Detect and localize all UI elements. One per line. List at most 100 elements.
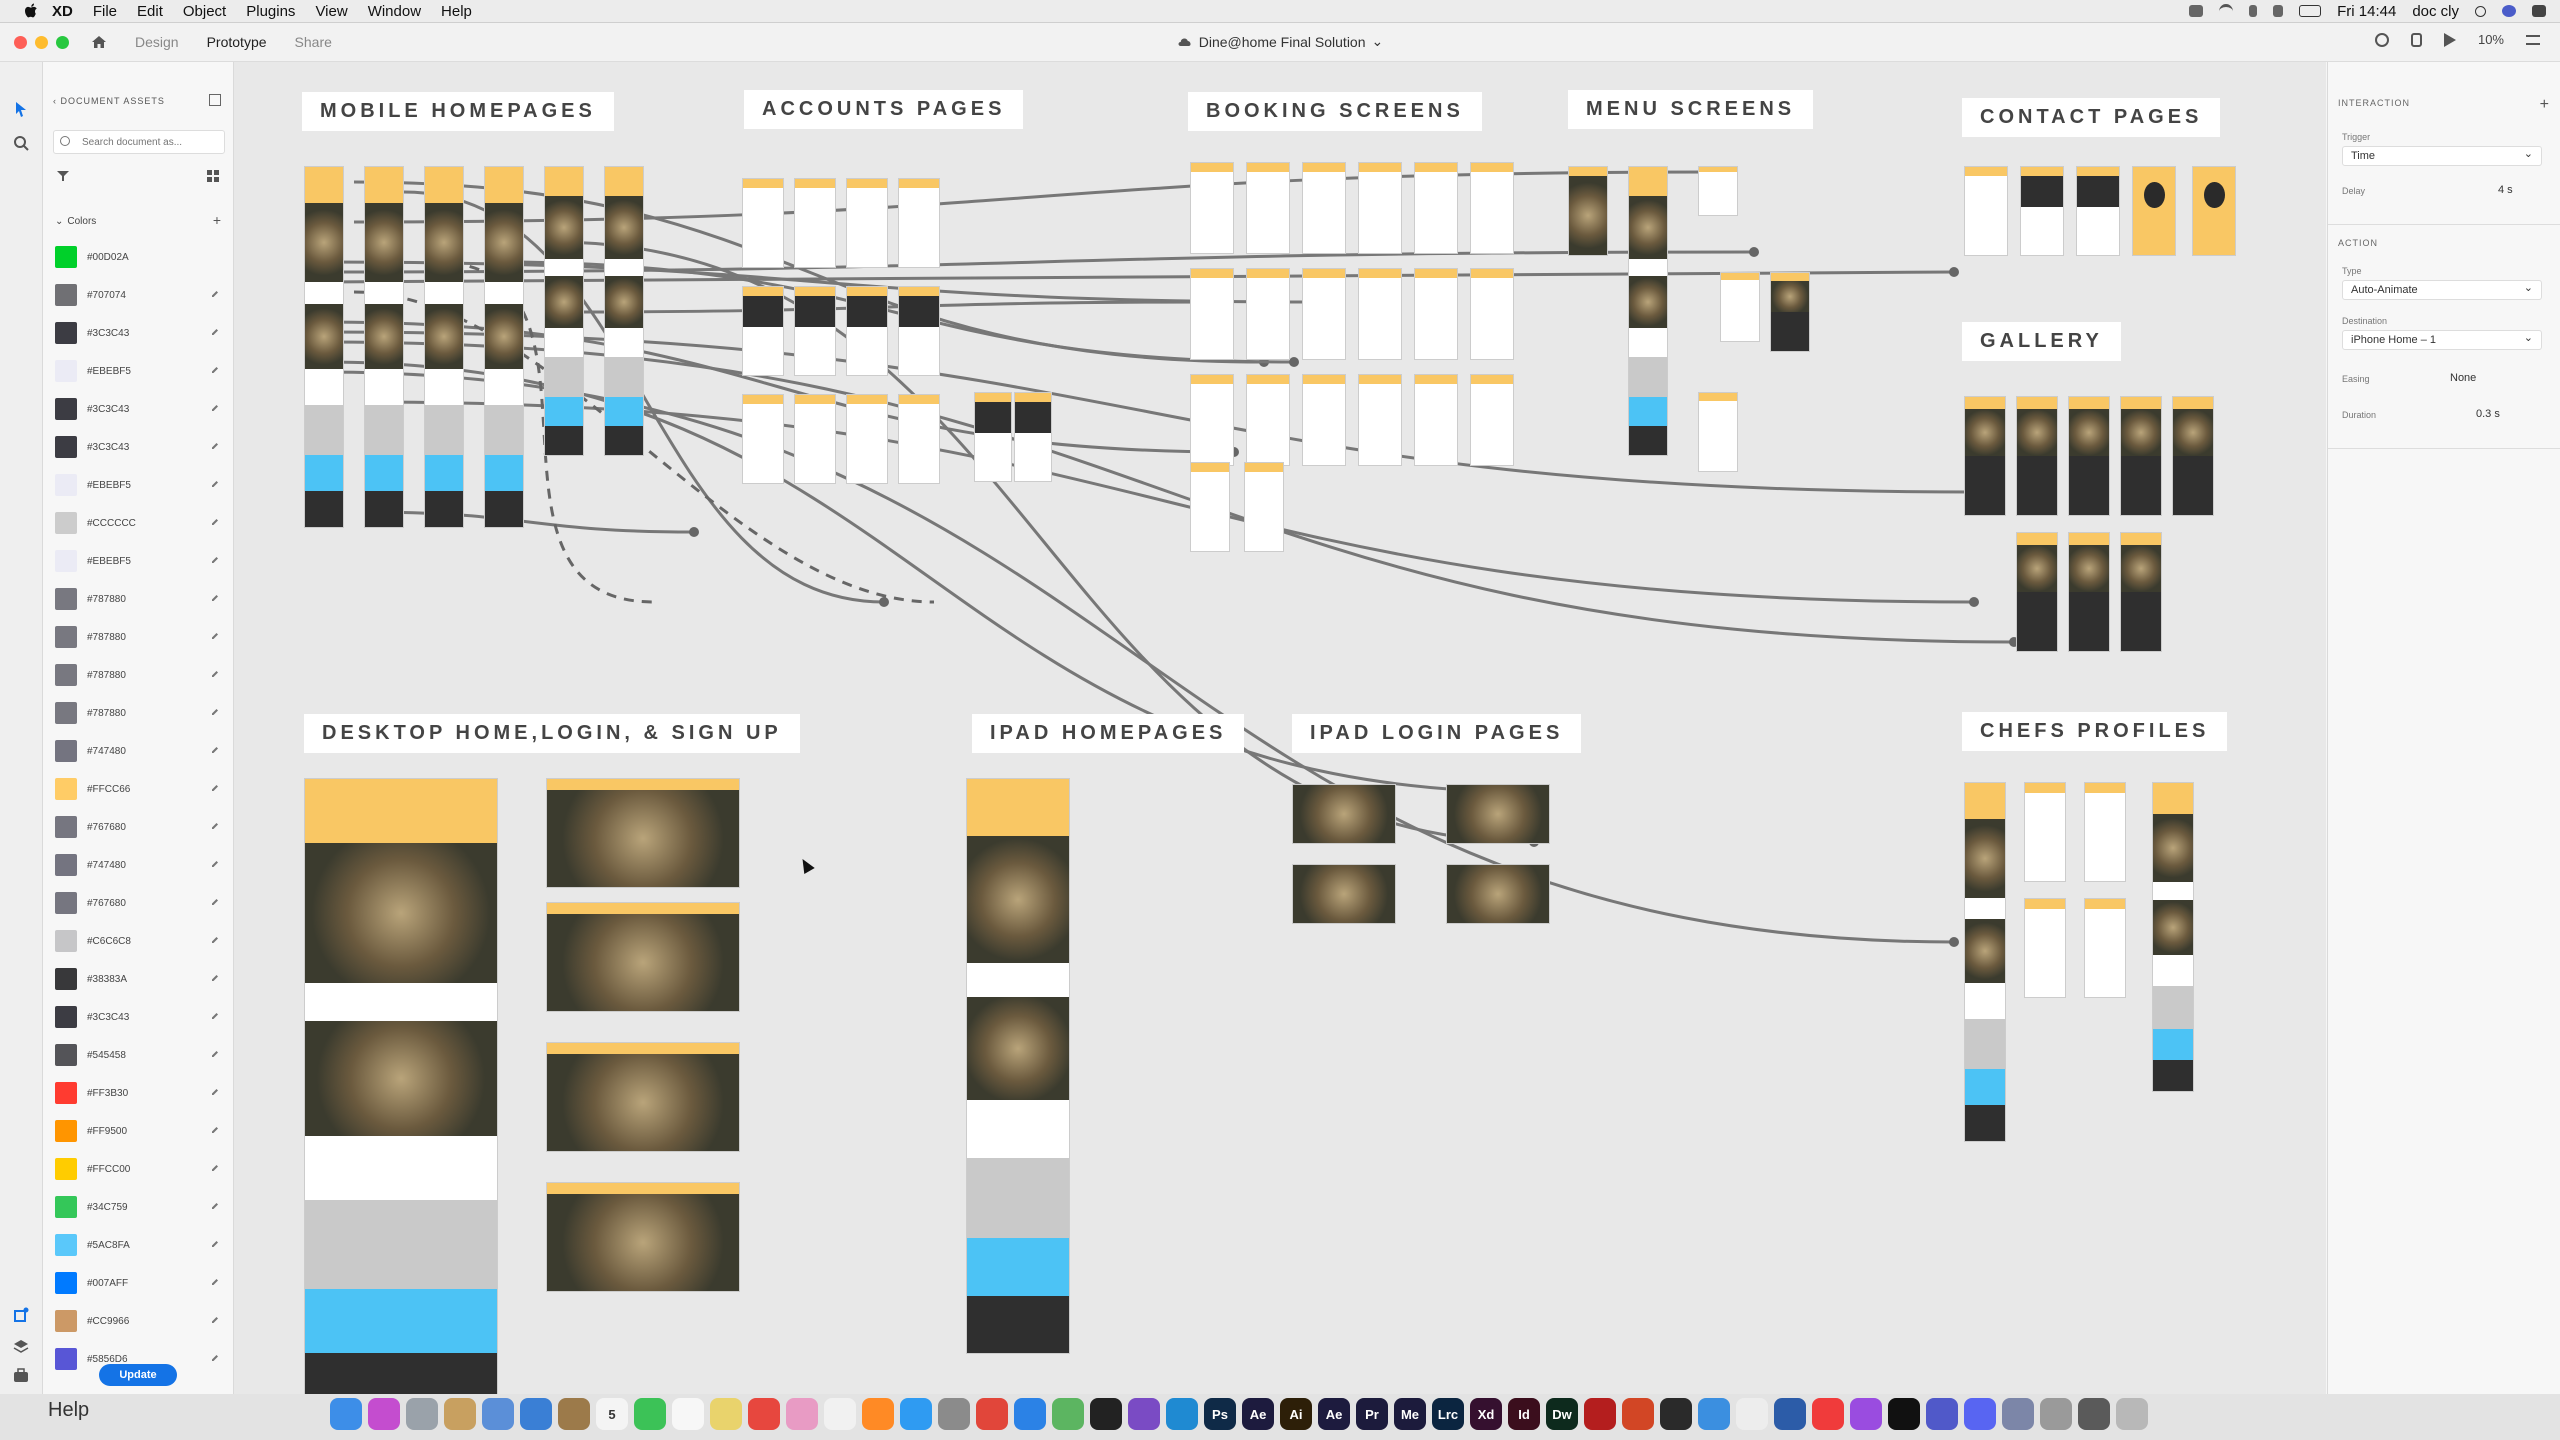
screenshot-icon[interactable]: [2040, 1398, 2072, 1430]
edit-icon[interactable]: [211, 746, 219, 754]
destination-select[interactable]: iPhone Home – 1: [2342, 330, 2542, 350]
artboard-thumbnail[interactable]: [794, 286, 836, 376]
grid-view-icon[interactable]: [207, 170, 219, 182]
downloads-icon[interactable]: [2078, 1398, 2110, 1430]
artboard-thumbnail[interactable]: [1446, 864, 1550, 924]
color-swatch[interactable]: [55, 968, 77, 990]
color-swatch-row[interactable]: #EBEBF5: [53, 466, 229, 504]
edit-icon[interactable]: [211, 784, 219, 792]
section-chefs-profiles[interactable]: CHEFS PROFILES: [1962, 712, 2228, 751]
zoom-window-button[interactable]: [56, 35, 69, 49]
edit-icon[interactable]: [211, 290, 219, 298]
update-button[interactable]: Update: [99, 1364, 177, 1386]
artboard-thumbnail[interactable]: [794, 394, 836, 484]
artboard-thumbnail[interactable]: [1014, 392, 1052, 482]
design-canvas[interactable]: MOBILE HOMEPAGES ACCOUNTS PAGES BOOKING …: [234, 62, 2326, 1394]
color-swatch-row[interactable]: #FFCC00: [53, 1150, 229, 1188]
maps-icon[interactable]: [1052, 1398, 1084, 1430]
color-swatch-row[interactable]: #FF9500: [53, 1112, 229, 1150]
help-menu-label[interactable]: Help: [48, 1399, 90, 1421]
search-icon[interactable]: [2475, 5, 2486, 17]
edit-icon[interactable]: [211, 898, 219, 906]
artboard-thumbnail[interactable]: [1698, 392, 1738, 472]
color-swatch-row[interactable]: #38383A: [53, 960, 229, 998]
wire-endpoint[interactable]: [689, 527, 699, 537]
edit-icon[interactable]: [211, 1202, 219, 1210]
artboard-thumbnail[interactable]: [1628, 166, 1668, 456]
color-swatch[interactable]: [55, 1272, 77, 1294]
color-swatch[interactable]: [55, 588, 77, 610]
color-swatch-row[interactable]: #EBEBF5: [53, 542, 229, 580]
facetime-icon[interactable]: [634, 1398, 666, 1430]
mobile-preview-icon[interactable]: [2374, 32, 2389, 47]
section-ipad-homepages[interactable]: IPAD HOMEPAGES: [972, 714, 1245, 753]
artboard-thumbnail[interactable]: [2120, 396, 2162, 516]
colors-section-header[interactable]: ⌄Colors: [55, 216, 96, 227]
wire-endpoint[interactable]: [879, 597, 889, 607]
prototype-wire[interactable]: [563, 300, 1215, 314]
color-swatch[interactable]: [55, 246, 77, 268]
wire-endpoint[interactable]: [1969, 597, 1979, 607]
artboard-thumbnail[interactable]: [1770, 272, 1810, 352]
artboard-thumbnail[interactable]: [846, 178, 888, 268]
teams-icon[interactable]: [1926, 1398, 1958, 1430]
finder-icon[interactable]: [330, 1398, 362, 1430]
edit-icon[interactable]: [211, 632, 219, 640]
color-swatch-row[interactable]: #FFCC66: [53, 770, 229, 808]
artboard-thumbnail[interactable]: [742, 178, 784, 268]
color-swatch-row[interactable]: #CCCCCC: [53, 504, 229, 542]
artboard-thumbnail[interactable]: [1568, 166, 1608, 256]
artboard-thumbnail[interactable]: [2084, 898, 2126, 998]
artboard-thumbnail[interactable]: [546, 1182, 740, 1292]
prototype-wire[interactable]: [493, 260, 1295, 364]
artboard-thumbnail[interactable]: [2020, 166, 2064, 256]
artboard-thumbnail[interactable]: [1358, 162, 1402, 254]
notes-icon[interactable]: [558, 1398, 590, 1430]
wire-endpoint[interactable]: [1949, 267, 1959, 277]
artboard-thumbnail[interactable]: [2152, 782, 2194, 1092]
zoom-tool-icon[interactable]: [12, 134, 30, 152]
messages-icon[interactable]: [2002, 1398, 2034, 1430]
artboard-thumbnail[interactable]: [2192, 166, 2236, 256]
edit-icon[interactable]: [211, 822, 219, 830]
bluetooth-icon[interactable]: [2249, 5, 2258, 17]
color-swatch[interactable]: [55, 892, 77, 914]
zoom-level[interactable]: 10%: [2477, 32, 2504, 47]
control-center-icon[interactable]: [2532, 5, 2546, 17]
add-color-icon[interactable]: +: [212, 212, 221, 228]
tab-share[interactable]: Share: [294, 34, 332, 50]
edit-icon[interactable]: [211, 480, 219, 488]
color-swatch[interactable]: [55, 398, 77, 420]
menu-window[interactable]: Window: [367, 2, 422, 20]
artboard-thumbnail[interactable]: [966, 778, 1070, 1354]
artboard-thumbnail[interactable]: [2016, 532, 2058, 652]
user-name[interactable]: doc cly: [2412, 2, 2459, 20]
prototype-wire[interactable]: [363, 400, 1975, 604]
assets-header[interactable]: ‹ DOCUMENT ASSETS: [53, 96, 165, 106]
artboard-thumbnail[interactable]: [1698, 166, 1738, 216]
color-swatch[interactable]: [55, 740, 77, 762]
color-swatch-row[interactable]: #787880: [53, 656, 229, 694]
edit-icon[interactable]: [211, 366, 219, 374]
books-icon[interactable]: [862, 1398, 894, 1430]
color-swatch-row[interactable]: #787880: [53, 694, 229, 732]
status-menu-icon[interactable]: [2189, 5, 2204, 17]
artboard-thumbnail[interactable]: [1246, 268, 1290, 360]
trigger-select[interactable]: Time: [2342, 146, 2542, 166]
wire-endpoint[interactable]: [1949, 937, 1959, 947]
artboard-thumbnail[interactable]: [1358, 268, 1402, 360]
artboard-thumbnail[interactable]: [1190, 374, 1234, 466]
section-ipad-login[interactable]: IPAD LOGIN PAGES: [1292, 714, 1582, 753]
xd-icon[interactable]: Xd: [1470, 1398, 1502, 1430]
artboard-thumbnail[interactable]: [1964, 166, 2008, 256]
color-swatch[interactable]: [55, 778, 77, 800]
close-window-button[interactable]: [14, 35, 27, 49]
artboard-thumbnail[interactable]: [1414, 162, 1458, 254]
color-swatch[interactable]: [55, 550, 77, 572]
quicktime-icon[interactable]: [1774, 1398, 1806, 1430]
color-swatch[interactable]: [55, 1310, 77, 1332]
color-swatch[interactable]: [55, 360, 77, 382]
tab-design[interactable]: Design: [135, 34, 179, 50]
wire-endpoint[interactable]: [1749, 247, 1759, 257]
wire-endpoint[interactable]: [1289, 357, 1299, 367]
